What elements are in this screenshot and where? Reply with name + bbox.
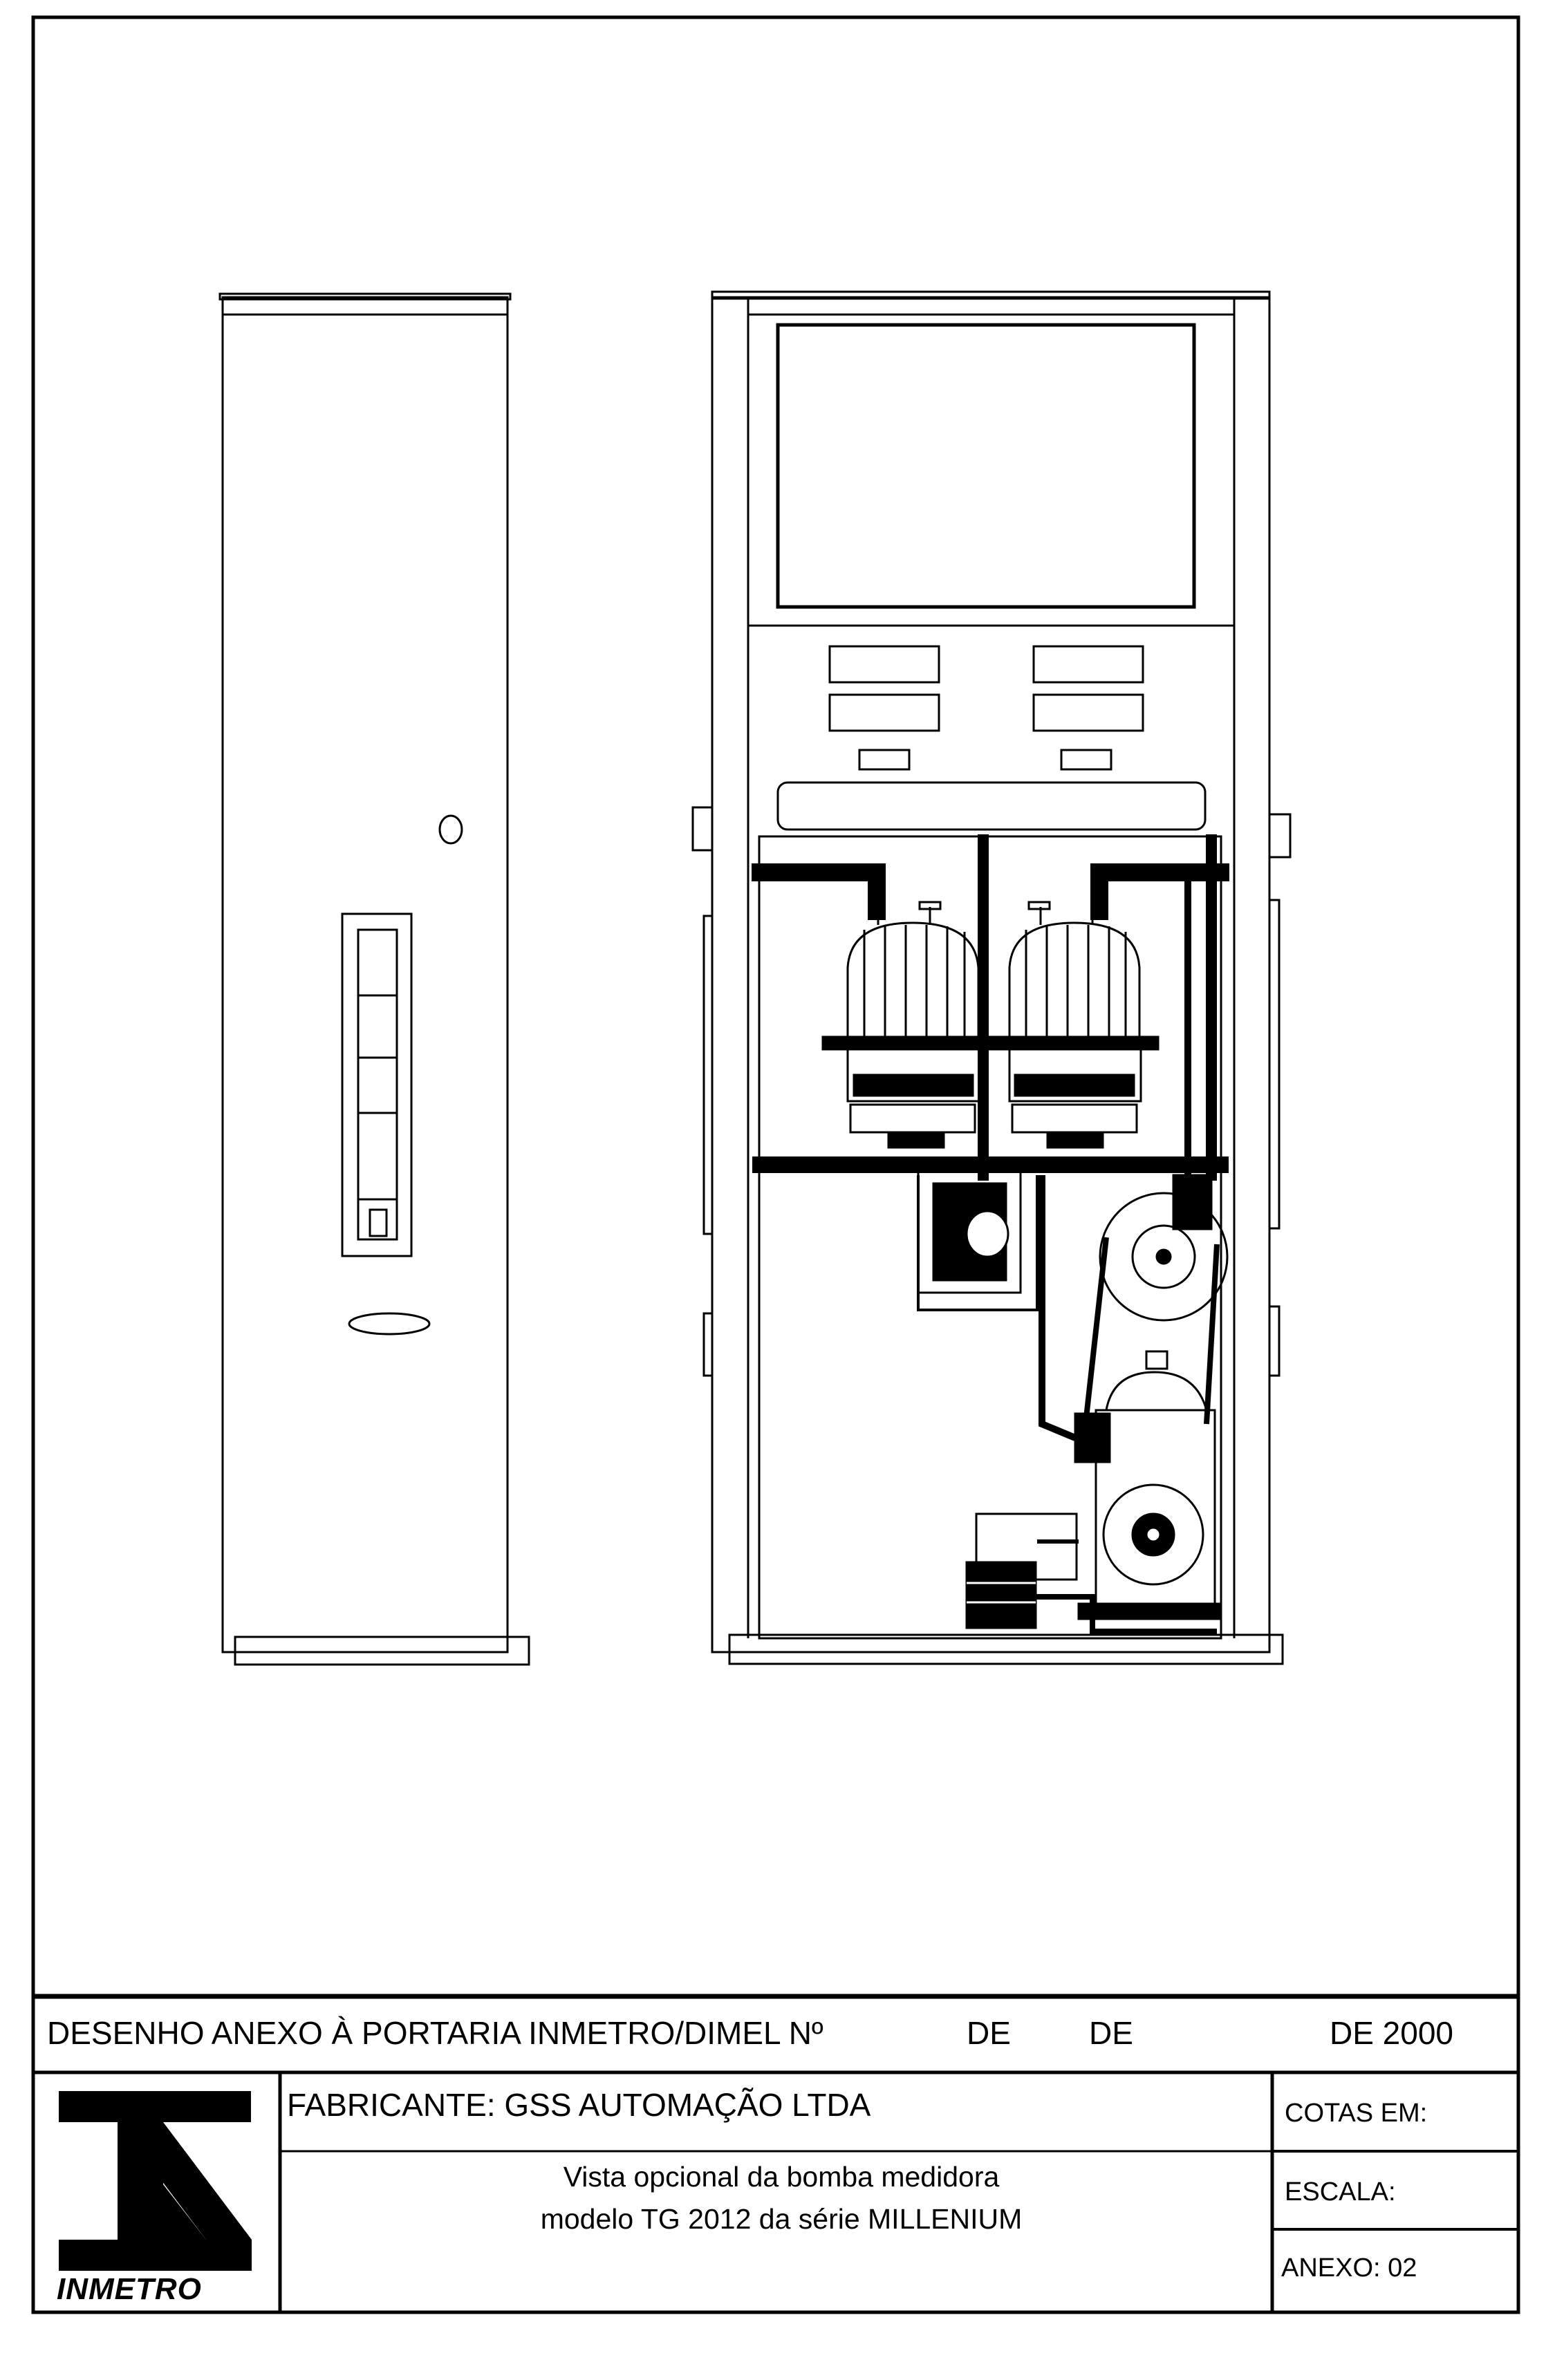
meter-right-body-dark [1014, 1074, 1135, 1097]
valve-body-dark [965, 1561, 1037, 1629]
belt-tensioner [1172, 1174, 1213, 1230]
upper-pulley-outer [1099, 1192, 1229, 1322]
meter-right-body [1008, 1048, 1142, 1103]
meter-right-cap [1027, 901, 1051, 910]
lower-pulley-hub [1145, 1526, 1162, 1543]
inmetro-logo-text: INMETRO [57, 2272, 202, 2306]
small-indicator-2 [1060, 749, 1112, 771]
meter-left-dome [846, 921, 980, 1038]
price-display-1 [828, 645, 940, 684]
separator-unit [917, 1170, 1039, 1311]
meter-right [987, 901, 1160, 1149]
valve-assembly [965, 1512, 1217, 1634]
right-hook-top [1268, 813, 1292, 859]
tb-manufacturer: FABRICANTE: GSS AUTOMAÇÃO LTDA [287, 2087, 871, 2123]
right-inlet-pipe [1090, 863, 1229, 920]
meter-left-lower [849, 1103, 976, 1134]
price-display-3 [1032, 645, 1144, 684]
tb-cotas-label: COTAS EM: [1285, 2099, 1428, 2128]
pump-base-plate [1077, 1602, 1222, 1620]
right-side-rail [1268, 899, 1281, 1230]
front-view [691, 290, 1292, 1665]
separator-return-pipe [917, 1175, 1039, 1311]
front-cabinet-top-cap [711, 290, 1271, 300]
pump-inlet-block [1074, 1412, 1111, 1463]
logo-n-shape [59, 2122, 252, 2271]
price-display-4 [1032, 693, 1144, 732]
drive-belt-right [1204, 1244, 1220, 1425]
side-cabinet-base [234, 1636, 530, 1666]
side-nozzle-holder-outer [341, 912, 413, 1257]
meter-left-cap [918, 901, 942, 910]
tb-description-line1: Vista opcional da bomba medidora [563, 2161, 1000, 2193]
logo-top-bar [59, 2091, 251, 2122]
left-hook-bottom [702, 1312, 714, 1377]
side-lock-knob [438, 814, 463, 845]
meter-right-foot [1046, 1131, 1104, 1149]
meter-right-dome [1008, 921, 1141, 1038]
tb-year: DE 2000 [1330, 2015, 1454, 2051]
upper-pulley-hub [1155, 1248, 1172, 1265]
side-cabinet-body [221, 296, 509, 1653]
meter-left-body-dark [853, 1074, 974, 1097]
separator-sight-glass [965, 1210, 1009, 1258]
hydraulic-pipes [752, 834, 1229, 1181]
display-window [776, 323, 1196, 609]
small-indicator-1 [858, 749, 911, 771]
side-holder-latch [369, 1208, 388, 1237]
tb-description-line2: modelo TG 2012 da série MILLENIUM [540, 2203, 1023, 2235]
left-inlet-pipe [752, 863, 886, 920]
meter-right-lower [1011, 1103, 1138, 1134]
tb-anexo-label: ANEXO: 02 [1281, 2253, 1417, 2283]
hydraulic-compartment [758, 835, 1222, 1640]
tb-header-title: DESENHO ANEXO À PORTARIA INMETRO/DIMEL N… [47, 2015, 823, 2051]
tb-de-2: DE [1089, 2015, 1133, 2051]
side-cabinet-top-cap [218, 292, 512, 301]
drawing-frame [31, 15, 1520, 2314]
side-handle-oval [348, 1312, 431, 1336]
front-cabinet-base [728, 1633, 1284, 1665]
title-block-lines [33, 1994, 1518, 2312]
logo-n-diagonal [118, 2122, 252, 2240]
left-hook-top [691, 806, 714, 852]
meter-left-body [846, 1048, 980, 1103]
side-view [218, 292, 530, 1666]
pump-motor-assembly [1039, 1174, 1229, 1620]
pump-housing-top [1105, 1371, 1208, 1411]
meter-left-foot [887, 1131, 945, 1149]
tb-escala-label: ESCALA: [1285, 2177, 1396, 2206]
upper-pulley-inner [1131, 1224, 1196, 1289]
drive-belt-left [1083, 1237, 1109, 1425]
meter-left-flange [821, 1036, 994, 1051]
display-window-frame [747, 313, 1236, 627]
pump-suction-pipe [1039, 1175, 1077, 1441]
meter-left [821, 901, 994, 1149]
valve-outlet-pipe [1036, 1594, 1217, 1634]
lower-pulley-outer [1102, 1483, 1204, 1586]
inmetro-logo [59, 2091, 252, 2271]
side-nozzle-holder-inner [357, 928, 398, 1241]
meter-right-flange [987, 1036, 1160, 1051]
right-hook-bottom [1268, 1305, 1281, 1377]
price-display-2 [828, 693, 940, 732]
pump-housing-cap [1145, 1350, 1168, 1370]
pump-body [1095, 1409, 1216, 1605]
keypad-bar [776, 781, 1207, 831]
tb-de-1: DE [967, 2015, 1011, 2051]
left-side-rail [702, 915, 714, 1235]
